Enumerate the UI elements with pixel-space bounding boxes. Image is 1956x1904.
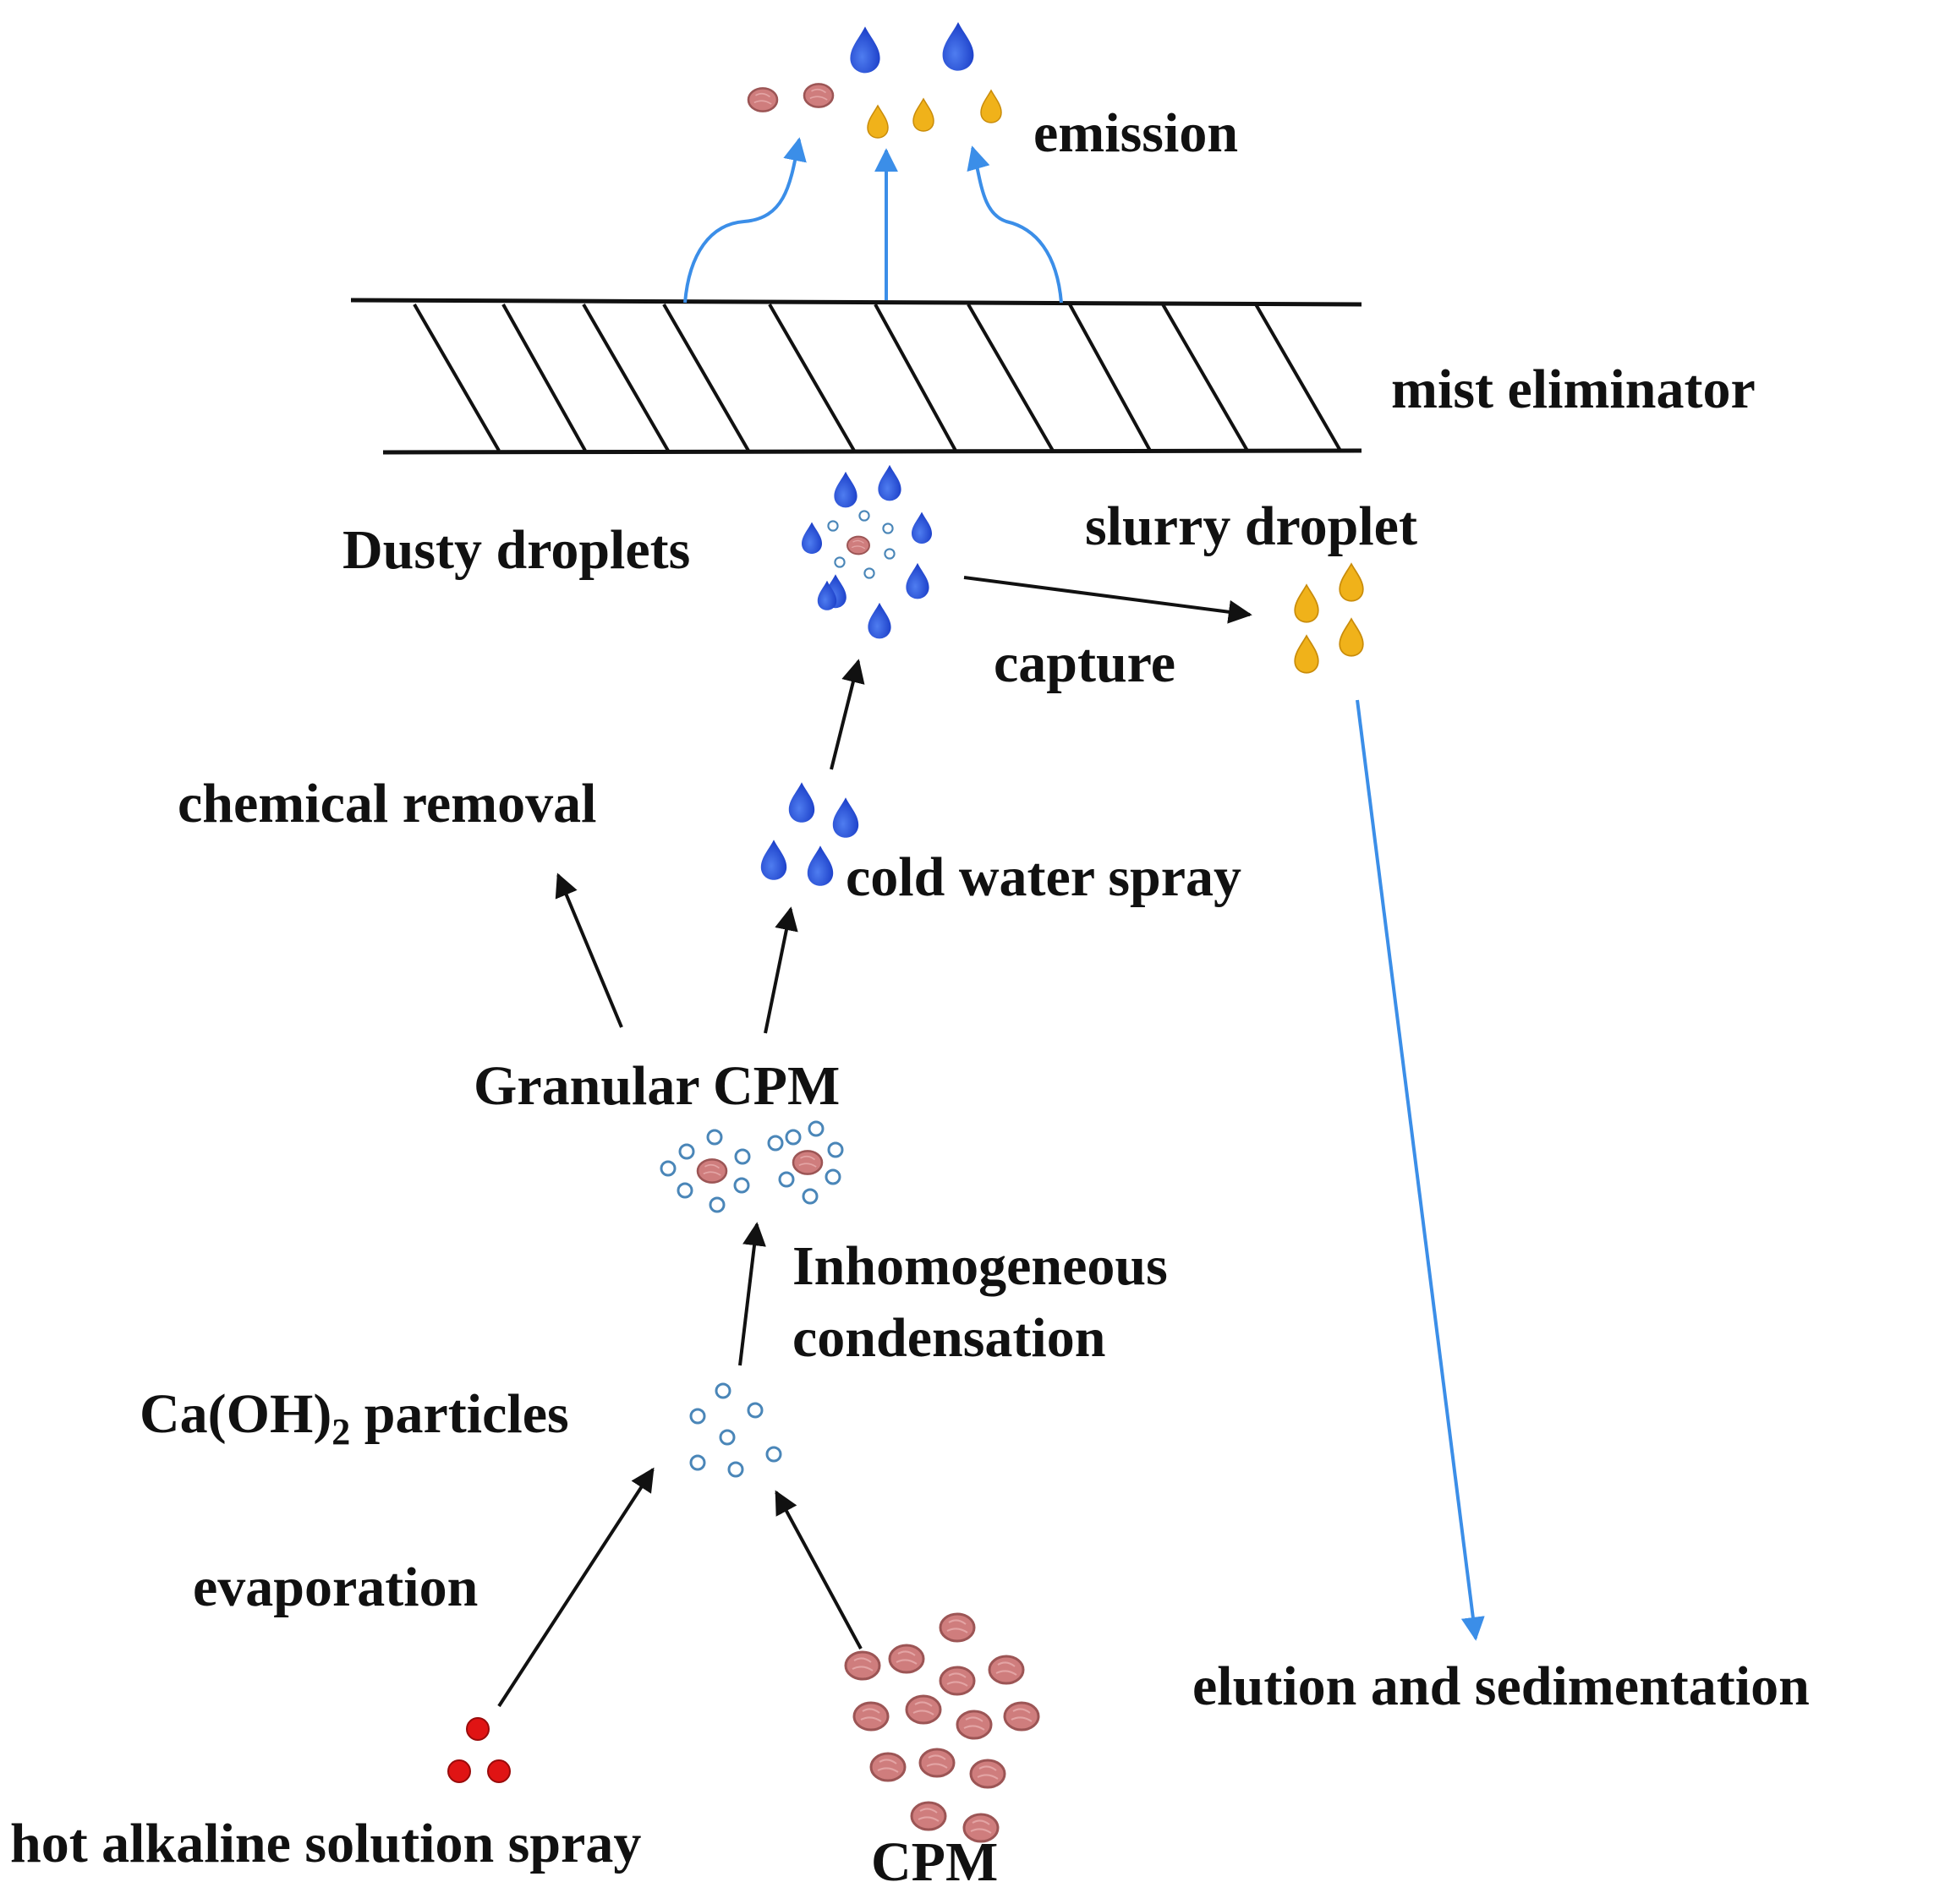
slurry-droplet-label: slurry droplet (1085, 495, 1417, 557)
slurry-droplets (1294, 563, 1364, 674)
emission-label: emission (1033, 102, 1239, 164)
caoh2-particles-cluster (689, 1382, 782, 1478)
caoh2-formula: Ca(OH) (140, 1383, 332, 1445)
emission-arrows (683, 137, 1063, 304)
evaporation-label: evaporation (193, 1557, 479, 1618)
caoh2-subscript: 2 (331, 1411, 351, 1453)
caoh2-suffix: particles (350, 1383, 569, 1445)
dusty-droplets-label: Dusty droplets (342, 519, 691, 581)
cpm-to-particles-arrow (775, 1490, 863, 1650)
cpm-particles-pile (844, 1612, 1040, 1843)
alkaline-droplets (447, 1717, 511, 1783)
chemical-removal-label: chemical removal (178, 773, 597, 834)
granular-to-spray-arrow (764, 906, 798, 1034)
mist-eliminator-shape (350, 298, 1362, 455)
spray-to-dusty-arrow (830, 659, 865, 770)
elution-sedimentation-label: elution and sedimentation (1192, 1655, 1810, 1717)
caoh2-particles-label: Ca(OH)2 particles (140, 1387, 569, 1451)
dusty-droplets-cluster (802, 464, 932, 639)
emission-arrow-right (967, 145, 1063, 304)
granular-cpm-cluster (660, 1120, 844, 1213)
emission-arrow-left (683, 137, 807, 304)
mist-eliminator-label: mist eliminator (1391, 358, 1756, 420)
cold-water-spray-label: cold water spray (846, 846, 1242, 908)
elution-arrow (1356, 699, 1485, 1641)
evaporation-arrow (497, 1467, 655, 1708)
inhomogeneous-label: Inhomogeneous (792, 1235, 1168, 1297)
condensation-arrow (738, 1222, 766, 1366)
granular-cpm-label: Granular CPM (474, 1055, 841, 1117)
chemical-removal-arrow (555, 873, 623, 1028)
hot-alkaline-spray-label: hot alkaline solution spray (10, 1813, 642, 1874)
capture-label: capture (994, 632, 1176, 694)
cold-water-droplets (760, 782, 859, 886)
condensation-label: condensation (792, 1307, 1106, 1369)
emitted-particles (747, 22, 1002, 139)
capture-arrow (963, 576, 1252, 624)
cpm-label: CPM (871, 1831, 999, 1893)
